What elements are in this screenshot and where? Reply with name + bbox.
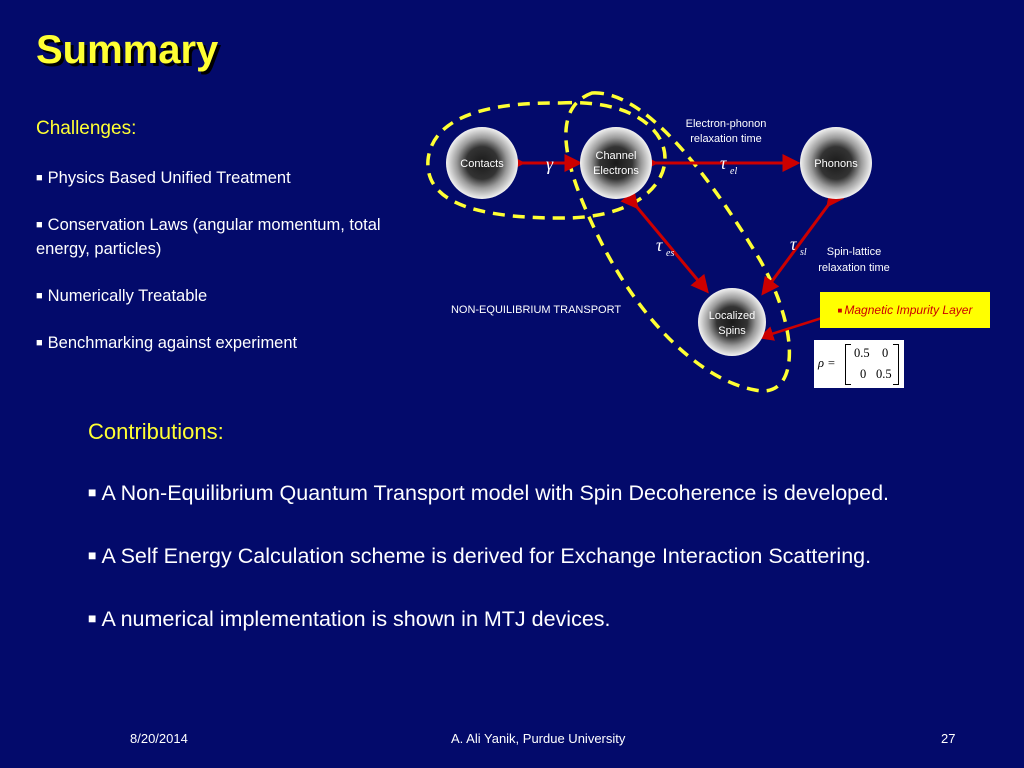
localized-label: Localized bbox=[709, 310, 755, 322]
matrix-cell: 0 bbox=[860, 367, 867, 381]
phonons-label: Phonons bbox=[814, 158, 858, 170]
contribution-item-text: A numerical implementation is shown in M… bbox=[101, 607, 611, 631]
challenge-item: ■ Physics Based Unified Treatment bbox=[36, 166, 426, 190]
contribution-item: ■A Non-Equilibrium Quantum Transport mod… bbox=[88, 477, 918, 509]
channel-label: Channel bbox=[596, 150, 637, 162]
tau-es-symbol: τ bbox=[656, 235, 663, 255]
challenge-item: ■Conservation Laws (angular momentum, to… bbox=[36, 213, 426, 261]
contacts-label: Contacts bbox=[460, 158, 504, 170]
gamma-label: γ bbox=[546, 154, 554, 174]
contribution-item-text: A Non-Equilibrium Quantum Transport mode… bbox=[101, 481, 890, 505]
challenges-section: Challenges: ■ Physics Based Unified Treat… bbox=[36, 118, 426, 378]
challenges-heading: Challenges: bbox=[36, 118, 137, 139]
matrix-cell: 0.5 bbox=[876, 367, 892, 381]
tau-el-subscript: el bbox=[730, 166, 737, 177]
slide-title: Summary bbox=[36, 28, 219, 72]
bullet-icon: ■ bbox=[36, 290, 43, 302]
challenge-item: ■ Benchmarking against experiment bbox=[36, 331, 426, 355]
spin-lattice-label: Spin-lattice bbox=[827, 246, 881, 258]
relaxation-time-label: relaxation time bbox=[690, 133, 762, 145]
matrix-left-bracket bbox=[845, 344, 851, 385]
channel-spins-arrow bbox=[620, 189, 709, 294]
bullet-icon: ■ bbox=[36, 219, 43, 231]
footer-date: 8/20/2014 bbox=[130, 731, 188, 746]
footer-author: A. Ali Yanik, Purdue University bbox=[451, 731, 626, 746]
phonons-spins-arrow bbox=[761, 187, 845, 296]
localized-spins-node: Localized Spins bbox=[698, 288, 766, 356]
transport-diagram: Contacts Channel Electrons Phonons Local… bbox=[426, 91, 890, 393]
density-matrix: ρ = 0.5 0 0 0.5 bbox=[814, 340, 904, 388]
matrix-lhs: ρ = bbox=[818, 356, 836, 370]
contacts-node: Contacts bbox=[446, 127, 518, 199]
contribution-item-text: A Self Energy Calculation scheme is deri… bbox=[101, 544, 872, 568]
bullet-icon: ■ bbox=[837, 305, 843, 315]
challenge-item-text: Benchmarking against experiment bbox=[47, 334, 298, 352]
tau-el-symbol: τ bbox=[720, 153, 727, 173]
page-number: 27 bbox=[941, 731, 956, 746]
interaction-arrows bbox=[507, 154, 845, 341]
bullet-icon: ■ bbox=[88, 547, 97, 563]
tau-es-subscript: es bbox=[666, 248, 674, 259]
channel-electrons-node: Channel Electrons bbox=[580, 127, 652, 199]
challenge-item-text: Physics Based Unified Treatment bbox=[47, 169, 291, 187]
contacts-channel-outline bbox=[426, 100, 667, 220]
challenge-item: ■ Numerically Treatable bbox=[36, 284, 426, 308]
spin-relaxation-time-label: relaxation time bbox=[818, 262, 890, 274]
callout-arrow bbox=[758, 316, 823, 341]
contribution-item: ■A Self Energy Calculation scheme is der… bbox=[88, 540, 918, 572]
contribution-item: ■A numerical implementation is shown in … bbox=[88, 603, 918, 635]
contributions-heading: Contributions: bbox=[88, 419, 224, 444]
matrix-cell: 0.5 bbox=[854, 346, 870, 360]
matrix-cell: 0 bbox=[882, 346, 889, 360]
spins-label: Spins bbox=[718, 325, 746, 337]
electrons-label: Electrons bbox=[593, 165, 639, 177]
magnetic-impurity-callout: ■Magnetic Impurity Layer bbox=[820, 292, 990, 328]
phonons-node: Phonons bbox=[800, 127, 872, 199]
tau-sl-subscript: sl bbox=[800, 247, 807, 258]
bullet-icon: ■ bbox=[36, 337, 43, 349]
bullet-icon: ■ bbox=[36, 172, 43, 184]
electron-phonon-label: Electron-phonon bbox=[686, 118, 767, 130]
bullet-icon: ■ bbox=[88, 610, 97, 626]
challenge-item-text: Conservation Laws (angular momentum, tot… bbox=[36, 216, 381, 258]
matrix-right-bracket bbox=[893, 344, 899, 385]
challenge-item-text: Numerically Treatable bbox=[47, 287, 208, 305]
callout-text: Magnetic Impurity Layer bbox=[844, 303, 973, 317]
bullet-icon: ■ bbox=[88, 484, 97, 500]
contributions-section: Contributions: ■A Non-Equilibrium Quantu… bbox=[88, 419, 918, 666]
tau-sl-symbol: τ bbox=[790, 234, 797, 254]
noneq-transport-label: NON-EQUILIBRIUM TRANSPORT bbox=[451, 304, 621, 316]
